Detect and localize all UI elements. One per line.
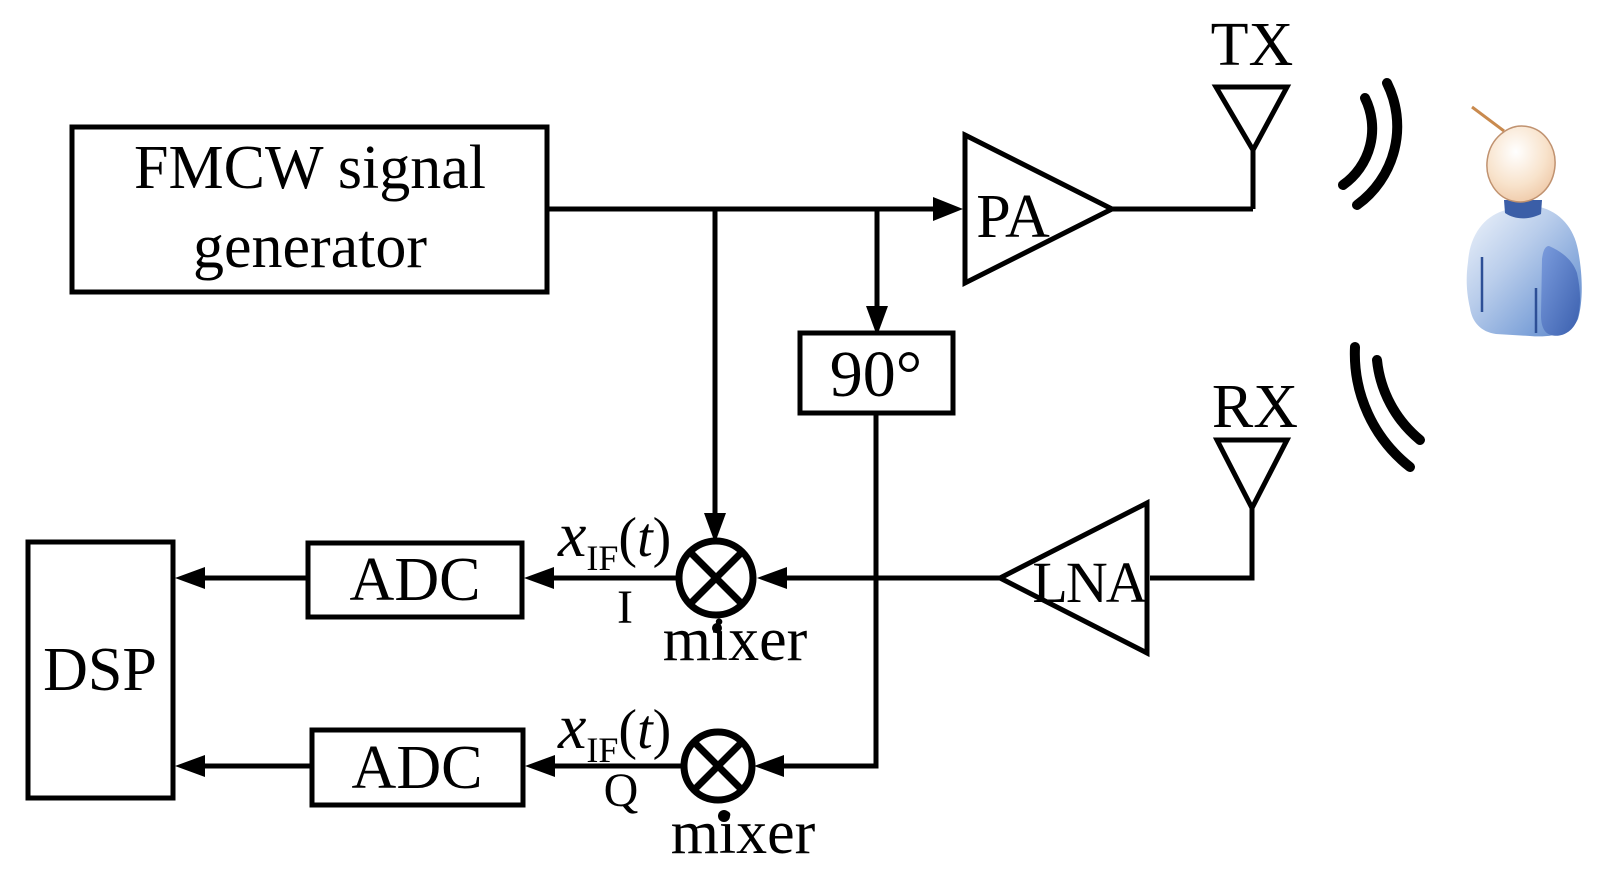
arrow-into-mixer-i-top [704, 513, 726, 543]
pa-label: PA [976, 183, 1050, 251]
wires [203, 87, 1256, 769]
power-amplifier-block: PA [962, 130, 1118, 288]
arrow-into-adc-q [525, 755, 555, 777]
adc-i-label: ADC [350, 546, 481, 614]
rx-antenna-label: RX [1212, 373, 1298, 441]
fmcw-generator-label-line1: FMCW signal [134, 134, 486, 202]
lna-label: LNA [1032, 550, 1147, 615]
rx-wave-icon [1349, 342, 1425, 472]
arrowheads [175, 197, 963, 777]
adc-q-label: ADC [352, 734, 483, 802]
mixer-q-x2 [691, 739, 745, 793]
tx-wave-inner [1338, 93, 1378, 190]
arrow-into-mixer-i-right [757, 567, 787, 589]
fmcw-generator-block: FMCW signal generator [69, 124, 550, 295]
phase-shifter-block: 90° [797, 330, 956, 416]
if-signal-label-i: xIF(t) [557, 499, 671, 578]
channel-label-q: Q [604, 764, 639, 817]
tx-antenna-icon [1211, 84, 1292, 156]
mixer-i-dot [712, 623, 722, 633]
channel-label-i: I [617, 581, 633, 634]
person-target-icon [1466, 105, 1582, 337]
rx-wave-inner [1372, 355, 1425, 445]
rx-antenna: RX [1212, 373, 1298, 514]
mixer-i-x2 [687, 549, 745, 607]
if-signal-label-q: xIF(t) [557, 691, 671, 770]
person-arm [1541, 246, 1580, 336]
adc-q-block: ADC [309, 727, 526, 808]
dsp-block: DSP [25, 539, 176, 801]
mixer-i: mixer [663, 537, 808, 674]
tx-wave-icon [1338, 78, 1403, 210]
arrow-into-phase-shifter [866, 306, 888, 336]
mixer-i-label: mixer [663, 606, 808, 674]
phase-shifter-label: 90° [830, 338, 922, 411]
fmcw-generator-label-line2: generator [193, 213, 427, 281]
person-head [1486, 125, 1556, 203]
wire-phase-shifter-to-mixer-q [782, 413, 879, 769]
tx-wave-outer [1352, 78, 1403, 210]
mixer-i-circle [675, 537, 757, 619]
adc-i-block: ADC [305, 540, 525, 620]
mixer-q-dot [718, 810, 730, 822]
person-antenna [1471, 105, 1505, 133]
dsp-label: DSP [43, 636, 157, 704]
person-collar [1504, 200, 1542, 219]
arrow-into-dsp-q [175, 755, 205, 777]
arrow-into-adc-i [524, 567, 554, 589]
mixer-q: mixer [671, 728, 816, 867]
rx-antenna-icon [1212, 437, 1292, 514]
pa-triangle [962, 130, 1118, 288]
mixer-q-label: mixer [671, 799, 816, 867]
tx-antenna: TX [1211, 11, 1294, 156]
arrow-into-dsp-i [175, 567, 205, 589]
arrow-into-pa [933, 197, 963, 221]
tx-antenna-label: TX [1211, 11, 1294, 79]
wire-rx-to-lna [1150, 505, 1255, 581]
arrow-into-mixer-q-right [754, 755, 784, 777]
lna-triangle [994, 498, 1150, 658]
low-noise-amplifier-block: LNA [994, 498, 1150, 658]
rx-wave-outer [1349, 342, 1415, 472]
mixer-q-circle [680, 728, 756, 804]
